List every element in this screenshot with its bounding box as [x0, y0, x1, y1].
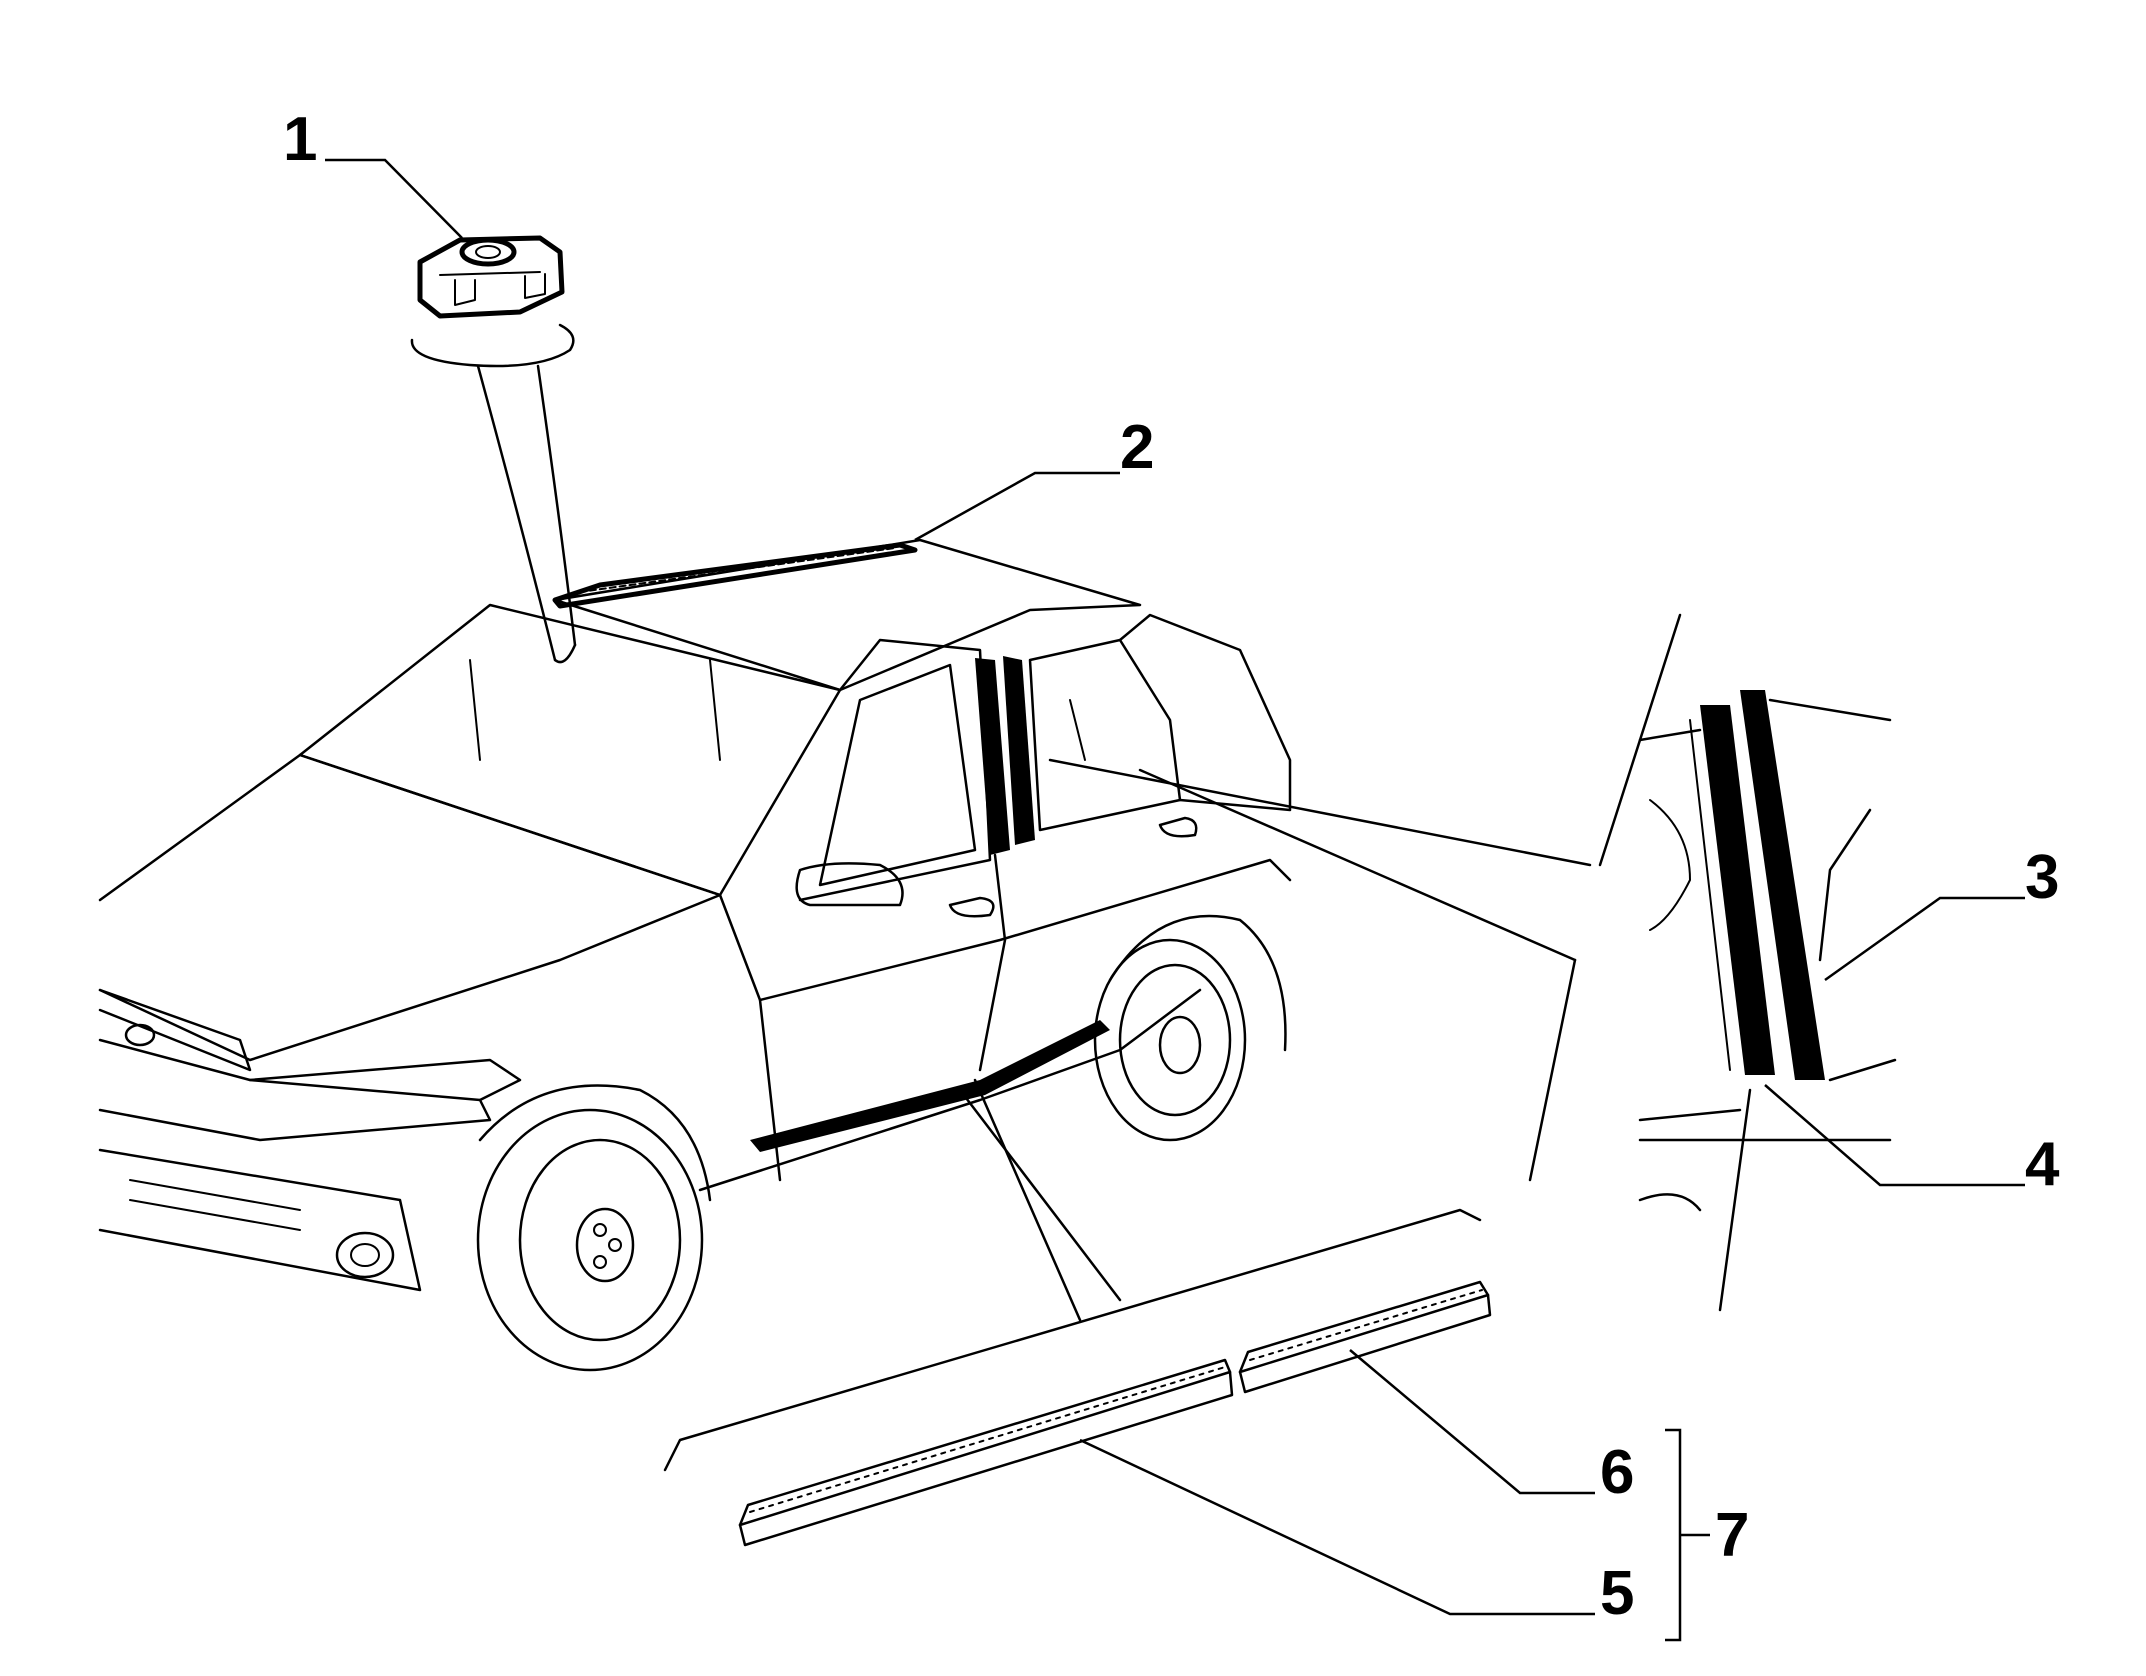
b-pillar-trim-front [975, 658, 1010, 855]
callout-2: 2 [1120, 413, 1154, 482]
callout-6: 6 [1600, 1438, 1634, 1507]
b-pillar-trim-rear [1003, 656, 1035, 845]
leader-lines [325, 158, 2025, 1642]
callout-7: 7 [1715, 1501, 1749, 1570]
side-molding [750, 1020, 1110, 1152]
callout-4: 4 [2025, 1130, 2060, 1199]
callout-1: 1 [283, 105, 317, 174]
callout-3: 3 [2025, 843, 2059, 912]
side-moldings-5-6 [663, 1078, 1492, 1547]
clip-part-1 [410, 235, 577, 664]
car-outline [98, 538, 1292, 1372]
b-pillar-detail [1048, 613, 1897, 1312]
callout-5: 5 [1600, 1559, 1634, 1628]
